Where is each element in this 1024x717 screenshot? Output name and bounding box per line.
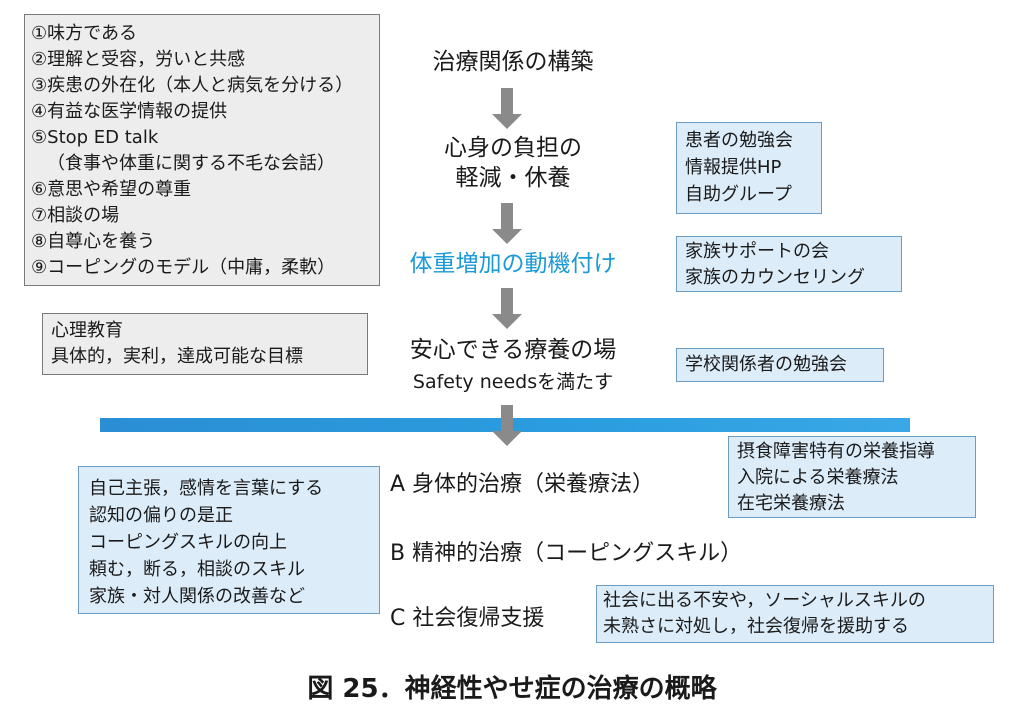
school-staff-study-group: 学校関係者の勉強会 — [685, 354, 847, 375]
down-arrow-icon — [492, 203, 522, 244]
figure-caption: 図 25．神経性やせ症の治療の概略 — [307, 674, 717, 704]
flow-step-4-line2: Safety needsを満たす — [412, 371, 614, 393]
patient-study-group: 患者の勉強会 — [685, 130, 793, 151]
school-support-box: 学校関係者の勉強会 — [676, 348, 884, 382]
social-rehab-box: 社会に出る不安や，ソーシャルスキルの 未熟さに対処し，社会復帰を援助する — [596, 585, 994, 643]
skill-cognitive-correction: 認知の偏りの是正 — [89, 505, 233, 526]
principle-1: ①味方である — [31, 23, 137, 44]
family-support-box: 家族サポートの会 家族のカウンセリング — [676, 236, 902, 292]
principle-2: ②理解と受容，労いと共感 — [31, 49, 246, 70]
inpatient-nutrition-therapy: 入院による栄養療法 — [737, 467, 899, 488]
principle-5-note: （食事や体重に関する不毛な会話） — [47, 153, 335, 174]
psychoeducation-detail: 具体的，実利，達成可能な目標 — [51, 346, 303, 367]
treatment-b: B 精神的治療（コーピングスキル） — [390, 541, 743, 566]
skills-box: 自己主張，感情を言葉にする 認知の偏りの是正 コーピングスキルの向上 頼む，断る… — [78, 466, 380, 614]
principle-3: ③疾患の外在化（本人と病気を分ける） — [31, 75, 354, 96]
flow-step-3: 体重増加の動機付け — [409, 251, 617, 277]
social-rehab-line-1: 社会に出る不安や，ソーシャルスキルの — [603, 590, 926, 611]
social-rehab-line-2: 未熟さに対処し，社会復帰を援助する — [603, 616, 909, 637]
home-nutrition-therapy: 在宅栄養療法 — [737, 493, 845, 514]
principle-4: ④有益な医学情報の提供 — [31, 101, 228, 122]
flow-step-2-line2: 軽減・休養 — [455, 165, 571, 191]
psychoeducation-box: 心理教育 具体的，実利，達成可能な目標 — [42, 313, 368, 375]
flow-step-1: 治療関係の構築 — [432, 49, 594, 75]
psychoeducation-title: 心理教育 — [51, 320, 123, 341]
info-website: 情報提供HP — [685, 157, 782, 178]
down-arrow-icon — [492, 88, 522, 129]
family-counseling: 家族のカウンセリング — [685, 267, 865, 288]
flow-step-4-line1: 安心できる療養の場 — [409, 337, 617, 363]
skill-family-relations: 家族・対人関係の改善など — [89, 586, 305, 607]
principles-box: ①味方である ②理解と受容，労いと共感 ③疾患の外在化（本人と病気を分ける） ④… — [24, 14, 380, 286]
principle-8: ⑧自尊心を養う — [31, 231, 156, 252]
treatment-a: A 身体的治療（栄養療法） — [390, 472, 655, 497]
skill-assertion: 自己主張，感情を言葉にする — [89, 478, 324, 499]
nutrition-guidance: 摂食障害特有の栄養指導 — [737, 441, 935, 462]
skill-coping-improvement: コーピングスキルの向上 — [89, 532, 287, 553]
skill-asking-refusing: 頼む，断る，相談のスキル — [89, 559, 305, 580]
nutrition-box: 摂食障害特有の栄養指導 入院による栄養療法 在宅栄養療法 — [728, 436, 976, 518]
principle-6: ⑥意思や希望の尊重 — [31, 179, 192, 200]
principle-5: ⑤Stop ED talk — [31, 127, 159, 148]
down-arrow-icon — [492, 405, 522, 446]
principle-7: ⑦相談の場 — [31, 205, 120, 226]
self-help-group: 自助グループ — [685, 184, 792, 205]
principle-9: ⑨コーピングのモデル（中庸，柔軟） — [31, 257, 336, 278]
family-support-meeting: 家族サポートの会 — [685, 241, 829, 262]
flow-step-2-line1: 心身の負担の — [444, 135, 582, 161]
treatment-c: C 社会復帰支援 — [390, 606, 545, 631]
down-arrow-icon — [492, 288, 522, 329]
patient-support-box: 患者の勉強会 情報提供HP 自助グループ — [676, 122, 822, 214]
